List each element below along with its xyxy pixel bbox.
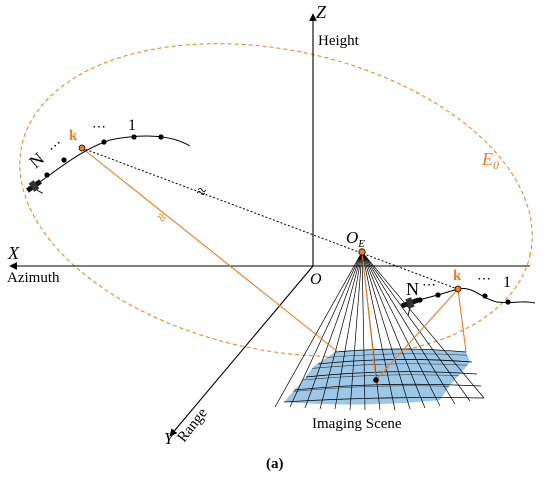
left-n-label: N (25, 148, 48, 172)
left-dots-b: ⋯ (92, 120, 106, 135)
orange-rays (81, 147, 467, 381)
left-point (101, 139, 107, 145)
x-axis-label: Azimuth (7, 270, 60, 286)
x-axis-letter: X (7, 243, 20, 263)
scene-caption: Imaging Scene (312, 416, 402, 432)
right-dots-b: ⋯ (477, 272, 491, 287)
right-trajectory (400, 285, 536, 316)
right-dots-a: ⋯ (422, 278, 436, 293)
right-point (505, 299, 511, 305)
y-axis-letter: Y (164, 429, 175, 448)
ellipse-label: E0 (481, 149, 499, 172)
left-point (61, 157, 67, 163)
left-point (44, 172, 50, 178)
left-trajectory (26, 134, 191, 194)
y-axis (169, 265, 314, 437)
right-point (435, 292, 441, 298)
right-n-label: N (406, 279, 419, 299)
right-k-label: k (453, 268, 462, 284)
y-axis-label: Range (175, 405, 211, 445)
dotted-sight-line (81, 147, 461, 291)
left-point (158, 134, 164, 140)
left-track-curve (33, 135, 191, 187)
satellite-icon (26, 179, 44, 194)
scene-center-label: OE (346, 228, 365, 250)
scene-center-point (358, 248, 366, 256)
distance-mark-dotted: ≈ (194, 183, 208, 202)
left-point (131, 134, 137, 140)
right-point-k (454, 285, 462, 293)
left-k-label: k (69, 128, 78, 144)
left-dots-a: ⋯ (46, 136, 66, 156)
z-axis-label: Height (318, 33, 360, 49)
figure-label: (a) (266, 456, 284, 472)
distance-mark-orange: ≈ (153, 209, 171, 228)
origin-label: O (310, 271, 322, 288)
right-one-label: 1 (503, 274, 511, 291)
satellite-icon (400, 297, 420, 316)
scene-target-point (373, 377, 379, 383)
trajectory-ellipse (19, 43, 533, 357)
z-axis-letter: Z (316, 2, 327, 22)
left-point-k (78, 144, 86, 152)
right-point (482, 293, 488, 299)
left-one-label: 1 (128, 117, 136, 134)
